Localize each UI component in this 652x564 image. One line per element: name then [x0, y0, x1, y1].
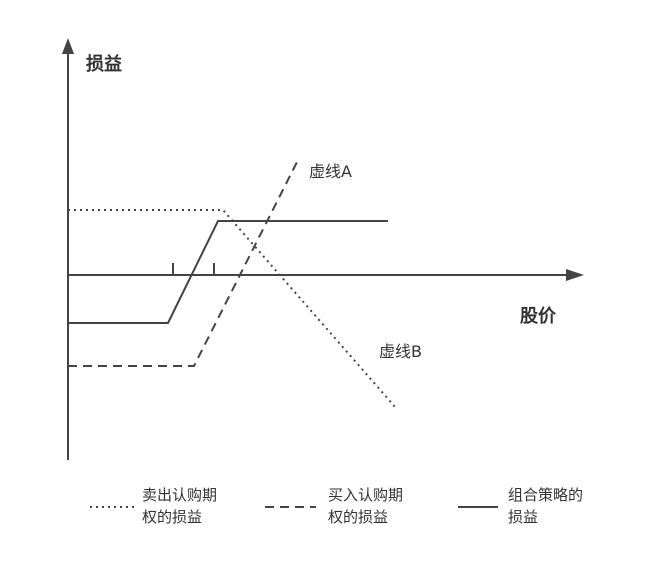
long-call-payoff-dashed: [68, 161, 298, 367]
legend-text: 卖出认购期: [142, 486, 218, 504]
short-call-payoff-dotted: [68, 209, 397, 409]
legend-text: 权的损益: [142, 508, 203, 526]
legend-text: 权的损益: [328, 508, 389, 526]
y-axis-arrow: [62, 38, 74, 54]
x-axis-label: 股价: [520, 306, 556, 327]
legend-text: 损益: [508, 508, 539, 526]
combined-payoff-solid: [68, 220, 388, 324]
annotation-line-b: 虚线B: [379, 342, 422, 361]
legend-item-dotted: 卖出认购期 权的损益: [142, 484, 252, 528]
legend-item-dashed: 买入认购期 权的损益: [328, 484, 438, 528]
y-axis-label: 损益: [86, 54, 122, 75]
legend-item-solid: 组合策略的 损益: [508, 484, 618, 528]
legend-text: 买入认购期: [328, 486, 404, 504]
x-axis-arrow: [566, 269, 584, 281]
annotation-line-a: 虚线A: [309, 162, 352, 181]
legend-text: 组合策略的: [508, 486, 584, 504]
